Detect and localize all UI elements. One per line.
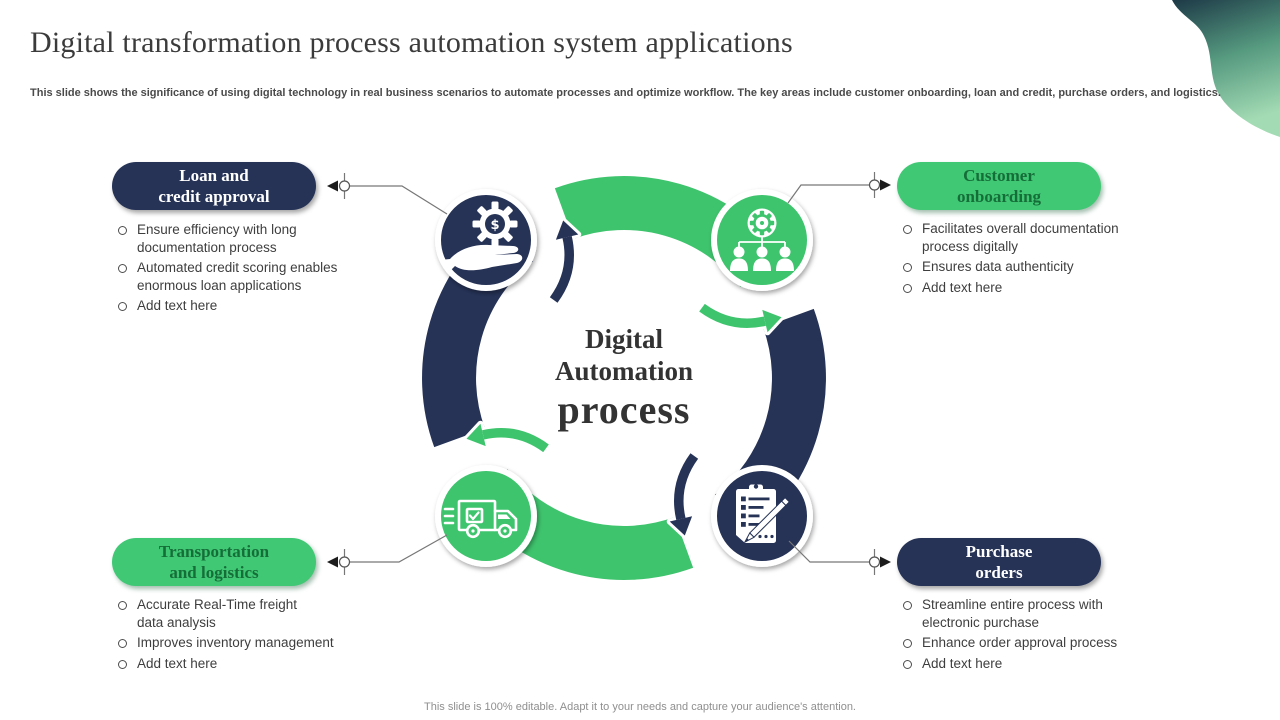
loan-bullet-list: Ensure efficiency with long documentatio… <box>118 221 408 318</box>
list-item: Add text here <box>903 655 1193 673</box>
center-label-line1: Digital <box>585 324 663 354</box>
bullet-marker <box>903 601 912 610</box>
bullet-text: Accurate Real-Time freight data analysis <box>137 597 298 630</box>
list-item: Streamline entire process with electroni… <box>903 596 1193 631</box>
list-item: Ensures data authenticity <box>903 258 1193 276</box>
list-item: Accurate Real-Time freight data analysis <box>118 596 408 631</box>
center-label-line3: process <box>557 387 691 432</box>
transportation-bullet-list: Accurate Real-Time freight data analysis… <box>118 596 408 675</box>
bullet-marker <box>903 659 912 669</box>
purchase-orders-label: Purchase orders <box>897 538 1101 586</box>
list-item: Add text here <box>118 655 408 673</box>
team-hierarchy-gear-icon <box>711 189 813 291</box>
delivery-truck-icon <box>435 465 537 567</box>
loan-credit-approval-label: Loan and credit approval <box>112 162 316 210</box>
cycle-arc-top <box>554 176 784 288</box>
page-title: Digital transformation process automatio… <box>30 26 793 59</box>
customer-bullet-list: Facilitates overall documentation proces… <box>903 220 1193 299</box>
checklist-rows <box>741 496 774 539</box>
bullet-marker <box>118 639 127 648</box>
gear-icon <box>749 210 775 236</box>
corner-decoration <box>1172 0 1280 137</box>
bullet-text: Ensure efficiency with long documentatio… <box>137 222 297 255</box>
pencil-icon <box>744 496 791 543</box>
bullet-marker <box>118 264 127 273</box>
dollar-sign: $ <box>490 218 499 233</box>
bullet-marker <box>118 226 127 235</box>
bullet-marker <box>903 283 912 293</box>
bullet-text: Add text here <box>137 298 218 313</box>
bullet-marker <box>118 302 127 311</box>
dollar-gear-icon: $ <box>472 201 518 247</box>
bullet-text: Enhance order approval process <box>922 635 1118 650</box>
list-item: Facilitates overall documentation proces… <box>903 220 1193 255</box>
slide-description: This slide shows the significance of usi… <box>30 87 1221 99</box>
bullet-text: Ensures data authenticity <box>922 259 1074 274</box>
hand-shape <box>440 244 523 272</box>
bullet-text: Add text here <box>137 655 218 671</box>
purchase-bullet-list: Streamline entire process with electroni… <box>903 596 1193 675</box>
list-item: Automated credit scoring enables enormou… <box>118 259 408 294</box>
list-item: Add text here <box>118 297 408 315</box>
bullet-text: Automated credit scoring enables enormou… <box>137 260 338 293</box>
flow-arrow-up <box>547 217 582 305</box>
footer-note: This slide is 100% editable. Adapt it to… <box>424 701 856 713</box>
cycle-arc-bottom <box>464 468 694 580</box>
bullet-text: Facilitates overall documentation proces… <box>922 221 1119 254</box>
bullet-marker <box>118 659 127 669</box>
diagram-center-label: Digital Automation process <box>494 323 754 433</box>
customer-onboarding-label: Customer onboarding <box>897 162 1101 210</box>
bullet-text: Improves inventory management <box>137 635 334 650</box>
bullet-text: Add text here <box>922 279 1003 295</box>
bullet-marker <box>903 263 912 272</box>
flow-arrow-down <box>666 451 701 539</box>
money-hand-gear-icon: $ <box>435 189 537 291</box>
bullet-text: Add text here <box>922 655 1003 671</box>
list-item: Ensure efficiency with long documentatio… <box>118 221 408 256</box>
bullet-text: Streamline entire process with electroni… <box>922 597 1103 630</box>
list-item: Improves inventory management <box>118 634 408 652</box>
list-item: Add text here <box>903 279 1193 297</box>
transportation-logistics-label: Transportation and logistics <box>112 538 316 586</box>
bullet-marker <box>903 639 912 648</box>
list-item: Enhance order approval process <box>903 634 1193 652</box>
people-icons <box>730 246 794 271</box>
checklist-pencil-icon <box>711 465 813 567</box>
center-label-line2: Automation <box>554 356 693 386</box>
bullet-marker <box>118 601 127 610</box>
bullet-marker <box>903 225 912 234</box>
